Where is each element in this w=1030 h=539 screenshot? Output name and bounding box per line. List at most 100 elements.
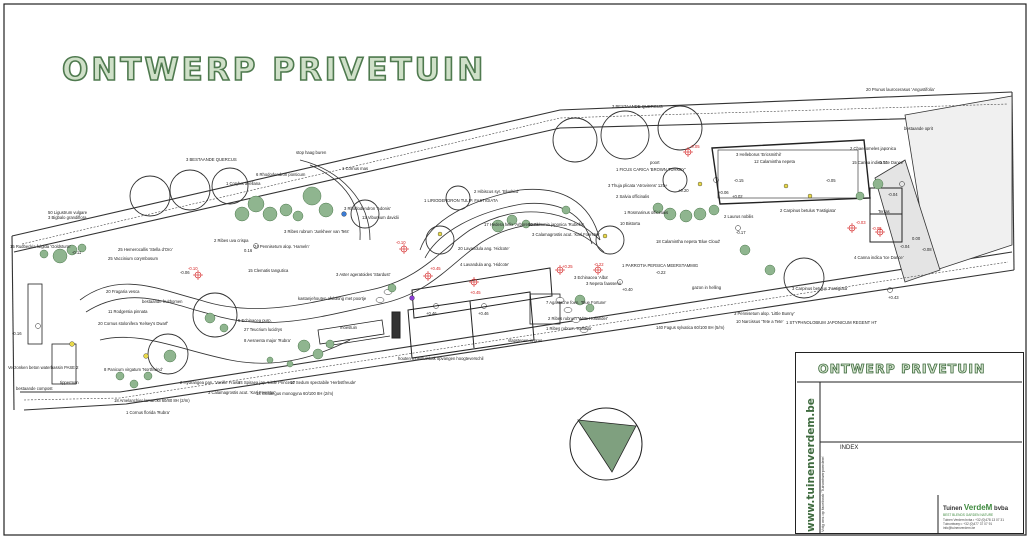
plant-label: 12 Calamintha nepeta bbox=[754, 159, 795, 164]
plant-label: poort bbox=[650, 160, 660, 165]
logo-prefix: Tuinen bbox=[943, 506, 963, 512]
height-label: +0.20 bbox=[678, 188, 689, 193]
height-label: -0.11 bbox=[72, 250, 82, 255]
hedge-line bbox=[21, 103, 1009, 401]
plant-label: 3 Calamagrostis acut. 'Karl Foerster' bbox=[208, 390, 276, 395]
plant-label: 1 Cornus florida 'Rubra' bbox=[126, 410, 170, 415]
plant-label: 10 Narcissus 'Tete a Tete' bbox=[736, 319, 784, 324]
plant-label: 27 Teucrium lucidrys bbox=[244, 327, 283, 332]
plant-label: 3 Thuja plicata 'Atrovirens' 125+ bbox=[608, 183, 668, 188]
plant-label: bestaande oprit bbox=[904, 126, 933, 131]
plant-label: 3 Echinacea 'Alba' bbox=[574, 275, 609, 280]
plant-label: 1 Rosmarinus officinalis bbox=[624, 210, 669, 215]
sheet-border bbox=[3, 3, 1027, 536]
height-label: -0.17 bbox=[736, 230, 746, 235]
plant-label: houten moestuinbak opvangen hoogteversch… bbox=[398, 356, 484, 361]
accent-plants bbox=[69, 181, 813, 359]
plant-label: 18 Calamintha nepeta 'Blue Cloud' bbox=[656, 239, 721, 244]
plant-label: gazon in helling bbox=[692, 285, 722, 290]
garden-path bbox=[79, 159, 605, 364]
company-contact: Tuinen Verdem bvba • +32 (0)478 13 07 31… bbox=[943, 518, 1004, 530]
plant-label: Terras bbox=[878, 209, 890, 214]
plant-label: 3 Nepeta faassenii bbox=[586, 281, 621, 286]
driveway bbox=[874, 95, 1013, 283]
plant-label: 2 Ribes rubrum 'Witte Hollander' bbox=[548, 316, 609, 321]
plant-label: 20 Lavandula ang. 'Hidcote' bbox=[458, 246, 510, 251]
height-label: -0.04 bbox=[900, 244, 910, 249]
plant-label: 1 STYPHNOLOBIUM JAPONICUM REGENT HT bbox=[786, 320, 877, 325]
plant-label: 2 Carpinus betulus 'Fastigiata' bbox=[780, 208, 836, 213]
plant-label: 24 Pennisetum alop. 'Hameln' bbox=[254, 244, 310, 249]
north-arrow bbox=[569, 407, 643, 481]
red-height-label: +0.45 bbox=[430, 266, 441, 271]
height-label: +0.06 bbox=[718, 190, 729, 195]
plant-label: 10 Bistorta bbox=[620, 221, 641, 226]
title-block-lines bbox=[797, 381, 1022, 533]
plant-label: 2 Hydrangea pan. 'Vanille Fraise' bbox=[180, 380, 242, 385]
title-block: ONTWERP PRIVETUIN INDEX Tuinen VerdeM bv… bbox=[795, 352, 1024, 534]
red-height-label: -0.03 bbox=[856, 220, 866, 225]
plant-label: 3 Ribes rubrum 'Junkheer van Tets' bbox=[284, 229, 350, 234]
social-vertical: Volg ons op facebook 'Tuinontwerpverdem' bbox=[820, 455, 825, 532]
company-logo: Tuinen VerdeM bvba bbox=[943, 503, 1008, 512]
plant-label: 15 Canna indica 'Ice Dance' bbox=[852, 160, 904, 165]
plant-label: 3 Carpinus betulus 'Fastigiata' bbox=[792, 286, 848, 291]
plant-label: 3 Helleborus 'Ericsmithii' bbox=[736, 152, 782, 157]
plant-label: 7 Agastache foen. 'Blue Fortune' bbox=[546, 300, 607, 305]
plant-label: 3 Rhododendron 'Adonis' bbox=[344, 206, 391, 211]
plant-label: 4 Lavandula ang. 'Hidcote' bbox=[460, 262, 510, 267]
plant-label: moestuin bbox=[340, 325, 357, 330]
plant-label: 3 BESTAANDE QUERCUS bbox=[186, 157, 237, 162]
height-label: 0.00 bbox=[912, 236, 921, 241]
plant-label: 3 Calamagrostis acut. 'Karl Foerster' bbox=[532, 232, 600, 237]
plant-label: 2 Salvia officinalis bbox=[616, 194, 650, 199]
property-boundary bbox=[11, 91, 1015, 411]
plant-label: 1 Ribes rubrum 'Rovada' bbox=[546, 326, 592, 331]
plant-label: 1 Corylus avellana bbox=[226, 181, 261, 186]
height-label: +0.46 bbox=[478, 311, 489, 316]
plant-label: 15 Clematis tangutica bbox=[248, 268, 289, 273]
plant-label: 2 Chaenomeles japonica bbox=[850, 146, 897, 151]
existing-trees bbox=[129, 105, 825, 375]
plant-label: 20 Prunus laurocerasus 'Angustifolia' bbox=[866, 87, 935, 92]
plant-label: 1 Cornus mas bbox=[342, 166, 369, 171]
plant-label: 20 Cornus stolonifera 'Kelsey's Dwarf' bbox=[98, 321, 169, 326]
stepping-stones bbox=[375, 289, 589, 333]
height-label: -0.06 bbox=[180, 270, 190, 275]
height-label: -0.15 bbox=[734, 178, 744, 183]
level-markers bbox=[35, 177, 905, 329]
contact-line: info@tuinenverdem.be bbox=[943, 526, 976, 530]
shed bbox=[391, 267, 553, 359]
plant-label: 3 Pennisetum alop. 'Little Bunny' bbox=[734, 311, 795, 316]
plant-label: stop haag buren bbox=[296, 150, 327, 155]
plant-label: 6 Rhododendron ponticum bbox=[256, 172, 306, 177]
plant-label: bestaande compost bbox=[16, 386, 53, 391]
page-title: ONTWERP PRIVETUIN bbox=[61, 51, 487, 89]
plant-label: 25 Vaccinium corymbosum bbox=[108, 256, 158, 261]
plant-label: 1 PARROTIA PERSICA MEERSTAMMIG bbox=[622, 263, 699, 268]
shrubs bbox=[39, 178, 884, 389]
plant-label: stapstenen in gras bbox=[508, 338, 543, 343]
contact-line: Tuinontwerp • +32 (0)477 37 07 91 bbox=[943, 522, 993, 526]
plant-label: 4 Canna indica 'Ice Dance' bbox=[854, 255, 904, 260]
height-label: -0.16 bbox=[12, 331, 22, 336]
title-block-title: ONTWERP PRIVETUIN bbox=[818, 361, 986, 377]
company-tagline: BEST BLENDS GARDEN NATURE bbox=[943, 513, 994, 517]
plant-label: kastanjehouten afsluiting met poortje bbox=[298, 296, 367, 301]
plant-label: Verzonken beton waterbassin PASE 2 bbox=[8, 365, 79, 370]
plant-label: 18 Crataegus monogyna 60/100 8H (2/m) bbox=[256, 391, 334, 396]
height-label: -0.05 bbox=[826, 178, 836, 183]
plant-label: 14 Spiraea jap. 'Little Princess' bbox=[238, 380, 295, 385]
plant-label: bestaande fruitbomen bbox=[142, 299, 183, 304]
plant-label: 17 Hedera helix 'Arborescens' bbox=[484, 222, 540, 227]
height-label: +0.43 bbox=[888, 295, 899, 300]
height-markers bbox=[193, 147, 885, 287]
plant-label: 15 Rudbeckia fulgida 'Goldsturm' bbox=[10, 244, 72, 249]
plant-label: 25 Hemerocallis 'Stella d'Oro' bbox=[118, 247, 173, 252]
plant-label: 20 Fragaria vesca bbox=[106, 289, 140, 294]
plant-label: 1 FICUS CARICA 'BROWN TURKEY' bbox=[616, 167, 686, 172]
red-height-label: +0.25 bbox=[562, 264, 573, 269]
height-label: -0.02 bbox=[878, 160, 888, 165]
plant-label: 140 Fagus sylvatica 60/100 8H (5/m) bbox=[656, 325, 725, 330]
